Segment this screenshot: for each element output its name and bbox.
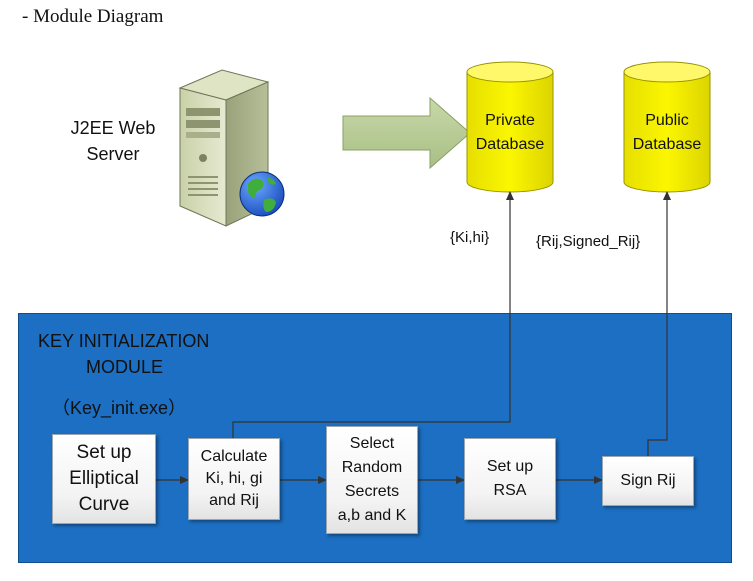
public-db-line2: Database [632,136,702,153]
module-title-line1: KEY INITIALIZATION [38,331,210,351]
globe-icon [239,171,285,217]
step1-line1: Set up [76,442,132,463]
step-sign-rij: Sign Rij [602,456,694,506]
module-exe: （Key_init.exe） [52,398,187,418]
step3-line2: Random [341,459,403,476]
private-database-label: Private Database [455,109,565,157]
step4-line1: Set up [486,458,534,475]
step1-line3: Curve [78,494,130,515]
step-select-random-secrets: Select Random Secrets a,b and K [326,426,418,534]
step2-line2: Ki, hi, gi [205,470,263,487]
module-title: KEY INITIALIZATION MODULE [38,328,209,380]
step3-line3: Secrets [344,483,400,500]
step1-line2: Elliptical [69,468,139,489]
step4-line2: RSA [493,482,527,499]
public-db-line1: Public [645,112,689,129]
step-setup-rsa: Set up RSA [464,438,556,520]
server-label-line1: J2EE Web [70,118,156,138]
step3-line1: Select [349,435,395,452]
private-edge-label: {Ki,hi} [450,229,490,246]
server-label: J2EE Web Server [58,115,168,167]
public-database-label: Public Database [612,109,722,157]
arrow-step2-private-db [232,191,514,438]
step-setup-elliptical-curve: Set up Elliptical Curve [52,434,156,524]
arrow-step5-public-db [647,191,671,456]
step2-line1: Calculate [200,448,268,465]
page-title: - Module Diagram [22,6,164,27]
block-arrow [342,96,471,170]
step2-line3: and Rij [209,492,259,509]
step3-line4: a,b and K [337,507,407,524]
step5-line1: Sign Rij [620,472,676,489]
public-edge-label: {Rij,Signed_Rij} [536,233,641,250]
step-calculate-keys: Calculate Ki, hi, gi and Rij [188,438,280,520]
private-db-line2: Database [475,136,545,153]
private-db-line1: Private [485,112,535,129]
module-title-line2: MODULE [86,357,164,377]
server-label-line2: Server [86,144,140,164]
